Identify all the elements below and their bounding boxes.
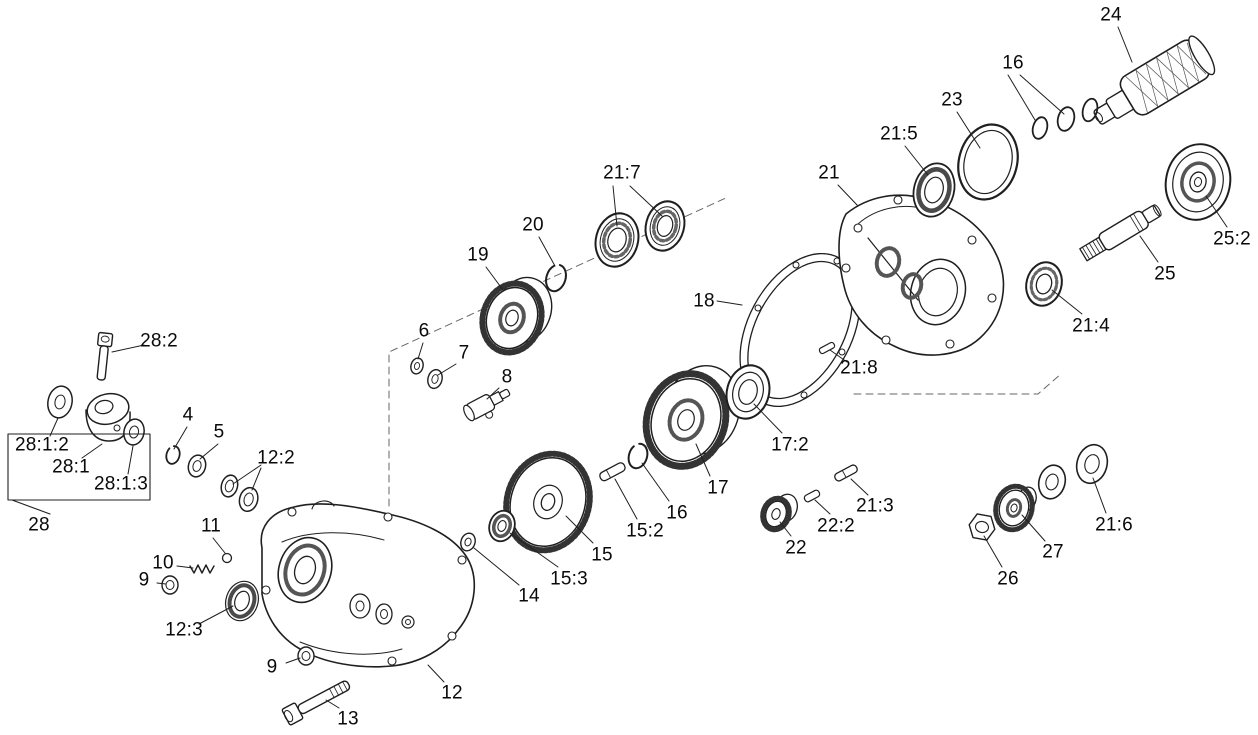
part-19-gear (479, 276, 553, 356)
part-21-5-seal (912, 162, 956, 218)
part-26-nut (968, 513, 996, 541)
part-28-group-box (7, 433, 151, 515)
part-9-plug-left (161, 575, 179, 595)
callout-12-2: 12:2 (257, 447, 295, 469)
callout-21-7: 21:7 (603, 162, 641, 184)
callout-4: 4 (182, 404, 194, 426)
part-6-washer (410, 357, 424, 375)
callout-20: 20 (522, 214, 544, 236)
part-21-4-bearing (1025, 261, 1063, 307)
part-7-washer (427, 368, 443, 390)
callout-21-4: 21:4 (1072, 315, 1110, 337)
part-28-2-bolt (96, 331, 114, 381)
callout-15: 15 (591, 544, 613, 566)
callout-25: 25 (1154, 263, 1176, 285)
callout-28-1-3: 28:1:3 (93, 473, 149, 495)
part-21-3-pin (834, 464, 858, 482)
part-27-gear (993, 483, 1037, 533)
part-12-2-rings (220, 474, 259, 513)
part-14-washer (460, 532, 476, 552)
callout-21-5: 21:5 (880, 123, 918, 145)
callout-14: 14 (518, 585, 540, 607)
part-21-8-pin (818, 341, 836, 355)
callout-22: 22 (785, 537, 807, 559)
callout-17: 17 (707, 477, 729, 499)
callout-28: 28 (28, 514, 50, 536)
callout-16-top: 16 (1002, 52, 1024, 74)
callout-15-2: 15:2 (626, 520, 664, 542)
callout-13: 13 (337, 708, 359, 730)
part-20-snap-ring (545, 263, 567, 293)
part-5-washer (187, 454, 207, 478)
callout-28-1-2: 28:1:2 (14, 434, 70, 456)
part-23-ring (957, 123, 1019, 201)
part-16-rings-top (1031, 97, 1099, 140)
part-9-plug-bottom (297, 646, 315, 666)
callout-17-2: 17:2 (771, 434, 809, 456)
part-13-bolt (281, 680, 351, 726)
callout-22-2: 22:2 (817, 515, 855, 537)
callout-26: 26 (997, 568, 1019, 590)
callout-9-left: 9 (138, 569, 150, 591)
callout-23: 23 (941, 89, 963, 111)
part-28-1-2-washer (47, 385, 73, 419)
part-15-gear (503, 450, 593, 554)
callout-21: 21 (818, 162, 840, 184)
callout-28-1: 28:1 (52, 456, 90, 478)
part-12-housing (260, 500, 476, 668)
callout-12: 12 (441, 682, 463, 704)
part-17-2-bearing (725, 364, 771, 420)
callout-15-3: 15:3 (550, 568, 588, 590)
part-28-collar-assembly (47, 331, 145, 446)
part-12-3-seal (224, 580, 260, 622)
part-25-2-bearing (1164, 143, 1232, 221)
part-21-7-bearings (594, 200, 686, 268)
part-25-shaft (1079, 204, 1162, 262)
callout-6: 6 (418, 320, 430, 342)
callout-5: 5 (213, 421, 225, 443)
callout-25-2: 25:2 (1213, 228, 1251, 250)
part-17-gear (642, 365, 741, 470)
callout-21-6: 21:6 (1095, 514, 1133, 536)
callout-16-mid: 16 (666, 502, 688, 524)
part-22-pinion (760, 493, 798, 533)
part-10-spring (189, 564, 215, 574)
leader-lines (49, 26, 1228, 709)
callout-21-3: 21:3 (856, 495, 894, 517)
callout-12-3: 12:3 (165, 619, 203, 641)
callout-24: 24 (1100, 4, 1122, 26)
callout-18: 18 (693, 290, 715, 312)
callout-9-bottom: 9 (266, 656, 278, 678)
part-21-cover (838, 194, 1005, 356)
callout-8: 8 (501, 366, 513, 388)
part-15-2-pin (599, 462, 626, 482)
part-8-breather-fitting (463, 388, 511, 422)
callout-11: 11 (200, 515, 222, 537)
part-24-input-shaft (1093, 35, 1216, 125)
callout-28-2: 28:2 (140, 330, 178, 352)
part-4-snap-ring (165, 445, 181, 465)
part-16-ring-mid (627, 442, 649, 470)
part-11-ball (221, 552, 233, 564)
callout-21-8: 21:8 (840, 357, 878, 379)
part-15-3-bearing (488, 509, 516, 543)
callout-10: 10 (152, 552, 174, 574)
callout-27: 27 (1042, 541, 1064, 563)
callout-7: 7 (458, 342, 470, 364)
callout-19: 19 (467, 244, 489, 266)
part-21-6-washers (1037, 443, 1109, 500)
part-22-2-pin (803, 489, 821, 503)
